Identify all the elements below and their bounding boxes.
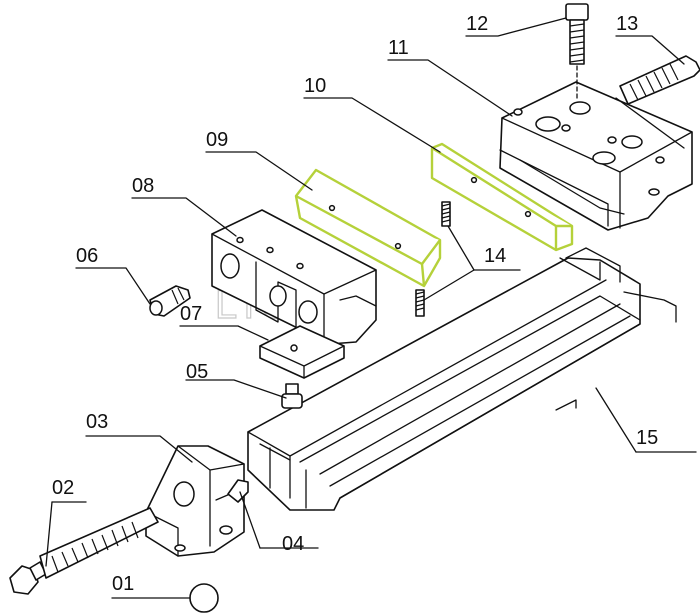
part-15-base-rail bbox=[247, 247, 677, 511]
label-12: 12 bbox=[466, 13, 488, 35]
part-14-springs bbox=[415, 201, 451, 317]
label-10: 10 bbox=[304, 75, 326, 97]
part-04-pin bbox=[227, 479, 249, 503]
part-13-side-screw bbox=[615, 55, 700, 149]
label-07: 07 bbox=[180, 303, 202, 325]
part-05-small-screw bbox=[281, 383, 303, 409]
part-08-movable-jaw-block bbox=[211, 209, 377, 345]
leader-lines bbox=[45, 17, 697, 599]
label-02: 02 bbox=[52, 477, 74, 499]
part-12-top-screw bbox=[565, 3, 589, 101]
label-09: 09 bbox=[206, 129, 228, 151]
label-05: 05 bbox=[186, 361, 208, 383]
part-07-clamp-plate bbox=[259, 325, 345, 379]
label-01: 01 bbox=[112, 573, 134, 595]
label-14: 14 bbox=[484, 245, 506, 267]
label-03: 03 bbox=[86, 411, 108, 433]
label-04: 04 bbox=[282, 533, 304, 555]
part-09-jaw-plate bbox=[294, 168, 442, 288]
part-03-end-block bbox=[145, 445, 245, 557]
part-02-lead-screw bbox=[9, 507, 159, 595]
label-11: 11 bbox=[388, 37, 409, 59]
label-13: 13 bbox=[616, 13, 638, 35]
label-15: 15 bbox=[636, 427, 658, 449]
label-06: 06 bbox=[76, 245, 98, 267]
label-08: 08 bbox=[132, 175, 154, 197]
part-06-socket-screw bbox=[149, 285, 191, 317]
part-10-jaw-plate bbox=[430, 142, 574, 252]
part-01-ball bbox=[189, 583, 219, 613]
